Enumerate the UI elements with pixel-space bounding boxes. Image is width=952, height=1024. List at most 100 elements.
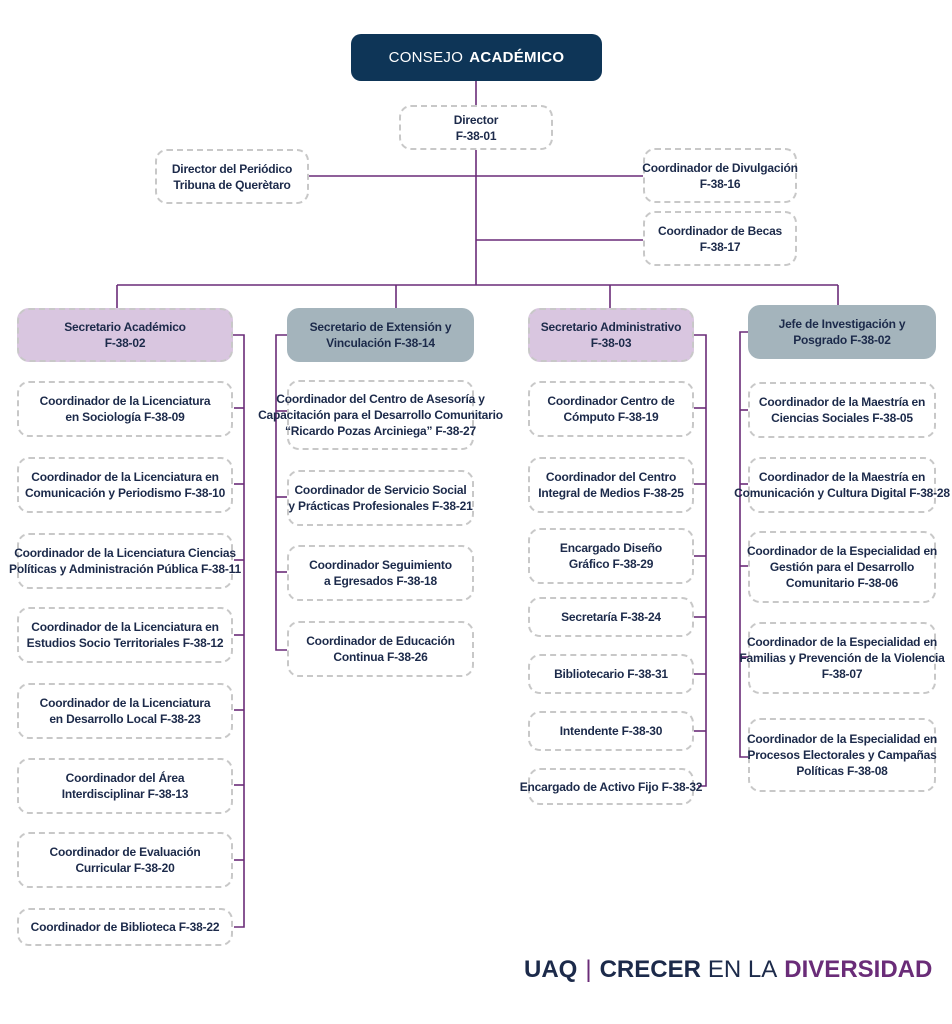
item-line: Coordinador de la Maestría en (758, 470, 926, 484)
item-line: Coordinador de Evaluación (49, 845, 201, 859)
divulgacion-box: Coordinador de Divulgación F-38-16 (642, 148, 798, 203)
column-head-line: Jefe de Investigación y (778, 317, 906, 331)
item-line: Coordinador de la Licenciatura en (31, 620, 219, 634)
item-line: Coordinador Centro de (547, 394, 675, 408)
item-line: Cómputo F-38-19 (563, 410, 659, 424)
item-line: Coordinador de la Especialidad en (746, 732, 938, 746)
item-line: Secretaría F-38-24 (561, 610, 661, 624)
brand-slogan: UAQ | CRECER EN LA DIVERSIDAD (524, 950, 932, 990)
item-line: Coordinador de la Licenciatura (39, 696, 211, 710)
item-line: Familias y Prevención de la Violencia (739, 651, 945, 665)
director-code: F-38-01 (455, 128, 497, 143)
director-title: Director (453, 112, 499, 127)
item-line: Curricular F-38-20 (75, 861, 175, 875)
item-line: Coordinador del Área (65, 771, 185, 785)
column-1-item: Coordinador de Biblioteca F-38-22 (17, 908, 233, 946)
item-line: Coordinador de la Especialidad en (746, 635, 938, 649)
column-3-item: Coordinador Centro de Cómputo F-38-19 (528, 381, 694, 437)
item-line: Políticas F-38-08 (796, 764, 888, 778)
column-4-item: Coordinador de la Maestría en Ciencias So… (748, 382, 936, 438)
becas-code: F-38-17 (699, 239, 741, 254)
column-head-line: F-38-03 (590, 336, 632, 350)
item-line: Comunitario F-38-06 (785, 576, 899, 590)
brand-diversidad: DIVERSIDAD (784, 956, 933, 983)
column-head-line: Secretario Académico (64, 320, 186, 334)
column-4-item: Coordinador de la Especialidad en Proceso… (746, 718, 938, 792)
column-4-item: Coordinador de la Especialidad en Familia… (739, 622, 945, 694)
item-line: Políticas y Administración Pública F-38-… (9, 562, 241, 576)
item-line: en Desarrollo Local F-38-23 (49, 712, 201, 726)
column-4-item: Coordinador de la Especialidad en Gestión… (746, 531, 938, 603)
item-line: Coordinador del Centro de Asesoría y (276, 392, 485, 406)
column-2-item: Coordinador Seguimiento a Egresados F-38-… (287, 545, 474, 601)
periodico-box: Director del Periódico Tribuna de Querèt… (155, 149, 309, 204)
column-4-head: Jefe de Investigación y Posgrado F-38-02 (748, 305, 936, 359)
column-head-line: Secretario Administrativo (540, 320, 682, 334)
item-line: Coordinador Seguimiento (309, 558, 452, 572)
item-line: Coordinador de la Licenciatura en (31, 470, 219, 484)
column-2-item: Coordinador del Centro de Asesoría y Capa… (258, 380, 503, 450)
item-line: Coordinador de Biblioteca F-38-22 (30, 920, 220, 934)
item-line: Bibliotecario F-38-31 (554, 667, 668, 681)
column-4-item: Coordinador de la Maestría en Comunicació… (734, 457, 950, 513)
item-line: Coordinador de la Especialidad en (746, 544, 938, 558)
column-3-item: Secretaría F-38-24 (528, 597, 694, 637)
item-line: Coordinador de la Licenciatura (39, 394, 211, 408)
item-line: Encargado de Activo Fijo F-38-32 (519, 779, 703, 794)
item-line: Interdisciplinar F-38-13 (61, 787, 189, 801)
item-line: a Egresados F-38-18 (324, 574, 437, 588)
column-head-line: Secretario de Extensión y (309, 320, 452, 334)
item-line: Encargado Diseño (559, 541, 663, 555)
item-line: Continua F-38-26 (333, 650, 428, 664)
periodico-subtitle: Tribuna de Querètaro (173, 177, 291, 192)
divulgacion-code: F-38-16 (699, 176, 741, 191)
column-head-line: Vinculación F-38-14 (326, 336, 435, 350)
header-emphasis: ACADÉMICO (469, 49, 565, 66)
becas-title: Coordinador de Becas (657, 223, 783, 238)
divulgacion-title: Coordinador de Divulgación (642, 160, 798, 175)
item-line: F-38-07 (821, 667, 863, 681)
brand-separator: | (585, 956, 592, 983)
column-1-item: Coordinador de la Licenciatura en Estudio… (17, 607, 233, 663)
brand-uaq: UAQ (524, 956, 578, 983)
consejo-academico-header: CONSEJO ACADÉMICO (351, 34, 602, 81)
item-line: Comunicación y Periodismo F-38-10 (24, 486, 226, 500)
item-line: Estudios Socio Territoriales F-38-12 (26, 636, 224, 650)
item-line: Coordinador de la Maestría en (758, 395, 926, 409)
brand-crecer: CRECER (599, 956, 701, 983)
item-line: Gestión para el Desarrollo (769, 560, 915, 574)
item-line: Procesos Electorales y Campañas (747, 748, 937, 762)
item-line: Coordinador del Centro (545, 470, 677, 484)
header-prefix: CONSEJO (388, 49, 464, 66)
periodico-title: Director del Periódico (171, 161, 293, 176)
item-line: Comunicación y Cultura Digital F-38-28 (734, 486, 950, 500)
item-line: Capacitación para el Desarrollo Comunita… (258, 408, 503, 422)
column-3-item: Bibliotecario F-38-31 (528, 654, 694, 694)
becas-box: Coordinador de Becas F-38-17 (643, 211, 797, 266)
director-box: Director F-38-01 (399, 105, 553, 150)
item-line: Coordinador de la Licenciatura Ciencias (14, 546, 236, 560)
item-line: Coordinador de Educación (306, 634, 455, 648)
brand-en-la: EN LA (707, 956, 778, 983)
item-line: Ciencias Sociales F-38-05 (771, 411, 913, 425)
item-line: Integral de Medios F-38-25 (538, 486, 684, 500)
item-line: “Ricardo Pozas Arciniega” F-38-27 (284, 424, 477, 438)
item-line: y Prácticas Profesionales F-38-21 (288, 499, 473, 513)
item-line: Intendente F-38-30 (559, 724, 663, 738)
column-head-line: Posgrado F-38-02 (793, 333, 891, 347)
column-3-item: Encargado de Activo Fijo F-38-32 (520, 768, 702, 805)
item-line: Gráfico F-38-29 (568, 557, 654, 571)
column-head-line: F-38-02 (104, 336, 146, 350)
column-3-item: Intendente F-38-30 (528, 711, 694, 751)
column-1-item: Coordinador de la Licenciatura en Desarro… (17, 683, 233, 739)
